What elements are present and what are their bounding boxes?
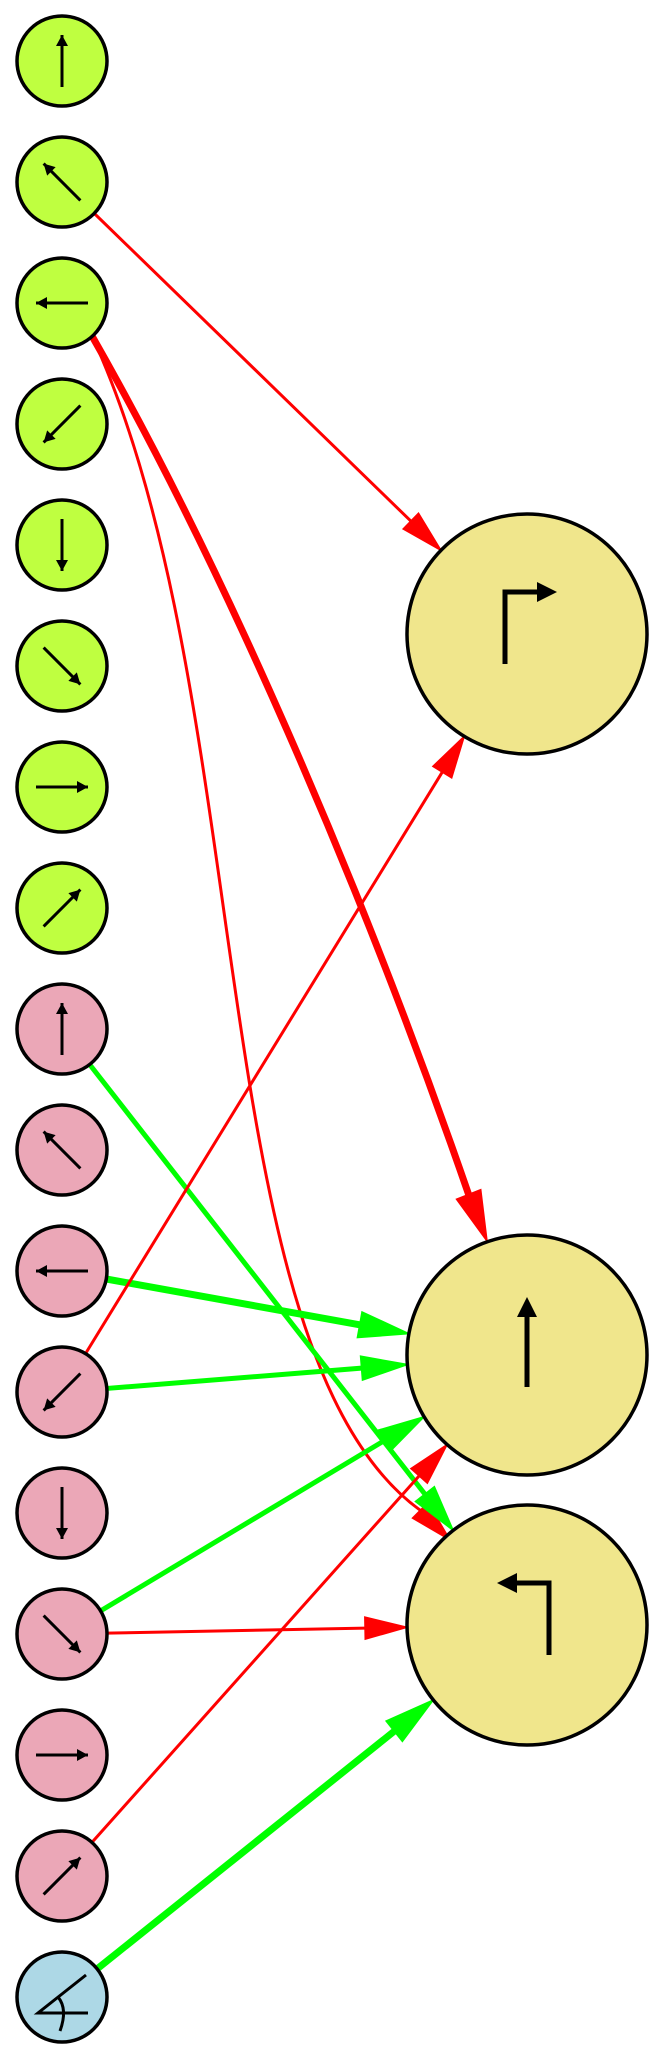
node-p-downright bbox=[15, 1587, 109, 1681]
connection-g-upleft-to-out-turn-right bbox=[93, 212, 444, 553]
arrow-down-right-icon bbox=[42, 1614, 82, 1654]
connection-g-left-to-out-turn-left bbox=[90, 335, 453, 1543]
arrow-down-right-icon bbox=[42, 646, 82, 686]
arrow-head bbox=[455, 1188, 489, 1244]
connection-line bbox=[106, 1626, 366, 1635]
arrow-head bbox=[359, 1355, 411, 1382]
arrow-head bbox=[356, 1310, 412, 1339]
arrow-right-icon bbox=[36, 1749, 88, 1761]
node-g-upleft bbox=[15, 135, 109, 229]
arrow-left-icon bbox=[36, 297, 88, 309]
node-out-forward bbox=[405, 1233, 649, 1477]
arrow-up-left-icon bbox=[42, 1130, 82, 1170]
turn-left-icon bbox=[497, 1573, 552, 1655]
arrow-head bbox=[431, 733, 466, 779]
connection-line bbox=[93, 212, 412, 523]
connection-line bbox=[99, 1438, 386, 1613]
neurons bbox=[15, 14, 649, 2044]
connection-line bbox=[105, 1275, 361, 1329]
node-p-right bbox=[15, 1708, 109, 1802]
node-p-up bbox=[15, 982, 109, 1076]
node-g-right bbox=[15, 740, 109, 834]
connection-b-angle-to-out-turn-left bbox=[94, 1698, 436, 1972]
node-g-downleft bbox=[15, 377, 109, 471]
arrow-up-icon bbox=[56, 1003, 68, 1055]
node-p-upleft bbox=[15, 1103, 109, 1197]
arrow-down-left-icon bbox=[42, 404, 82, 444]
connection-p-up-to-out-turn-left bbox=[87, 1062, 456, 1533]
node-p-downleft bbox=[15, 1345, 109, 1439]
connection-p-downright-to-out-forward bbox=[99, 1415, 427, 1613]
node-p-left bbox=[15, 1224, 109, 1318]
connection-p-downleft-to-out-forward bbox=[106, 1355, 411, 1391]
connection-p-upright-to-out-forward bbox=[90, 1442, 450, 1844]
node-p-down bbox=[15, 1466, 109, 1560]
connections bbox=[84, 212, 489, 1972]
node-g-up bbox=[15, 14, 109, 108]
node-b-angle bbox=[15, 1950, 109, 2044]
arrow-down-left-icon bbox=[42, 1372, 82, 1412]
connection-p-downleft-to-out-turn-right bbox=[84, 733, 466, 1355]
connection-line bbox=[94, 1728, 397, 1972]
connection-line bbox=[90, 1474, 421, 1844]
node-g-down bbox=[15, 498, 109, 592]
arrow-up-right-icon bbox=[42, 888, 82, 928]
arrow-down-icon bbox=[56, 519, 68, 571]
connection-p-left-to-out-forward bbox=[105, 1275, 412, 1339]
arrow-head bbox=[377, 1415, 427, 1452]
node-g-downright bbox=[15, 619, 109, 713]
angle-icon bbox=[33, 1973, 88, 2032]
connection-line bbox=[84, 771, 444, 1355]
arrow-head bbox=[364, 1616, 410, 1641]
arrow-up-icon bbox=[56, 35, 68, 87]
arrow-head bbox=[411, 1501, 453, 1543]
forward-icon bbox=[517, 1297, 537, 1387]
node-out-turn-left bbox=[405, 1503, 649, 1747]
arrow-left-icon bbox=[36, 1265, 88, 1277]
arrow-head bbox=[401, 511, 444, 553]
arrow-right-icon bbox=[36, 781, 88, 793]
node-g-upright bbox=[15, 861, 109, 955]
node-circle bbox=[405, 512, 649, 756]
connection-line bbox=[90, 335, 422, 1512]
node-g-left bbox=[15, 256, 109, 350]
turn-right-icon bbox=[502, 582, 557, 664]
node-circle bbox=[405, 1503, 649, 1747]
arrow-head bbox=[384, 1698, 436, 1743]
connection-line bbox=[88, 334, 472, 1196]
arrow-up-left-icon bbox=[42, 162, 82, 202]
node-p-upright bbox=[15, 1829, 109, 1923]
arrow-up-right-icon bbox=[42, 1856, 82, 1896]
arrow-head bbox=[414, 1485, 456, 1533]
connection-line bbox=[87, 1062, 427, 1496]
arrow-down-icon bbox=[56, 1487, 68, 1539]
connection-p-downright-to-out-turn-left bbox=[106, 1616, 410, 1641]
arrow-head bbox=[409, 1442, 450, 1485]
node-out-turn-right bbox=[405, 512, 649, 756]
connection-line bbox=[106, 1365, 362, 1391]
connection-g-left-to-out-forward bbox=[88, 334, 489, 1244]
